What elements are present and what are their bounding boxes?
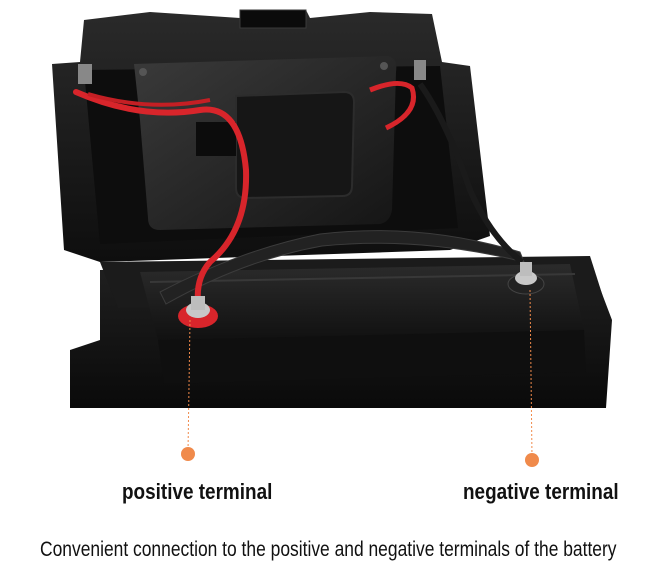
positive-leader: [181, 320, 195, 461]
strap: [159, 230, 525, 305]
negative-terminal: [507, 262, 545, 295]
positive-terminal-label: positive terminal: [122, 479, 273, 504]
negative-terminal-label: negative terminal: [463, 479, 619, 504]
negative-marker-dot: [525, 453, 539, 467]
cables: [73, 81, 524, 305]
positive-terminal: [178, 296, 218, 328]
positive-marker-dot: [181, 447, 195, 461]
box-lid: [52, 9, 490, 262]
caption: Convenient connection to the positive an…: [40, 538, 617, 561]
battery-box-photo: [52, 9, 612, 408]
negative-leader: [525, 290, 539, 467]
